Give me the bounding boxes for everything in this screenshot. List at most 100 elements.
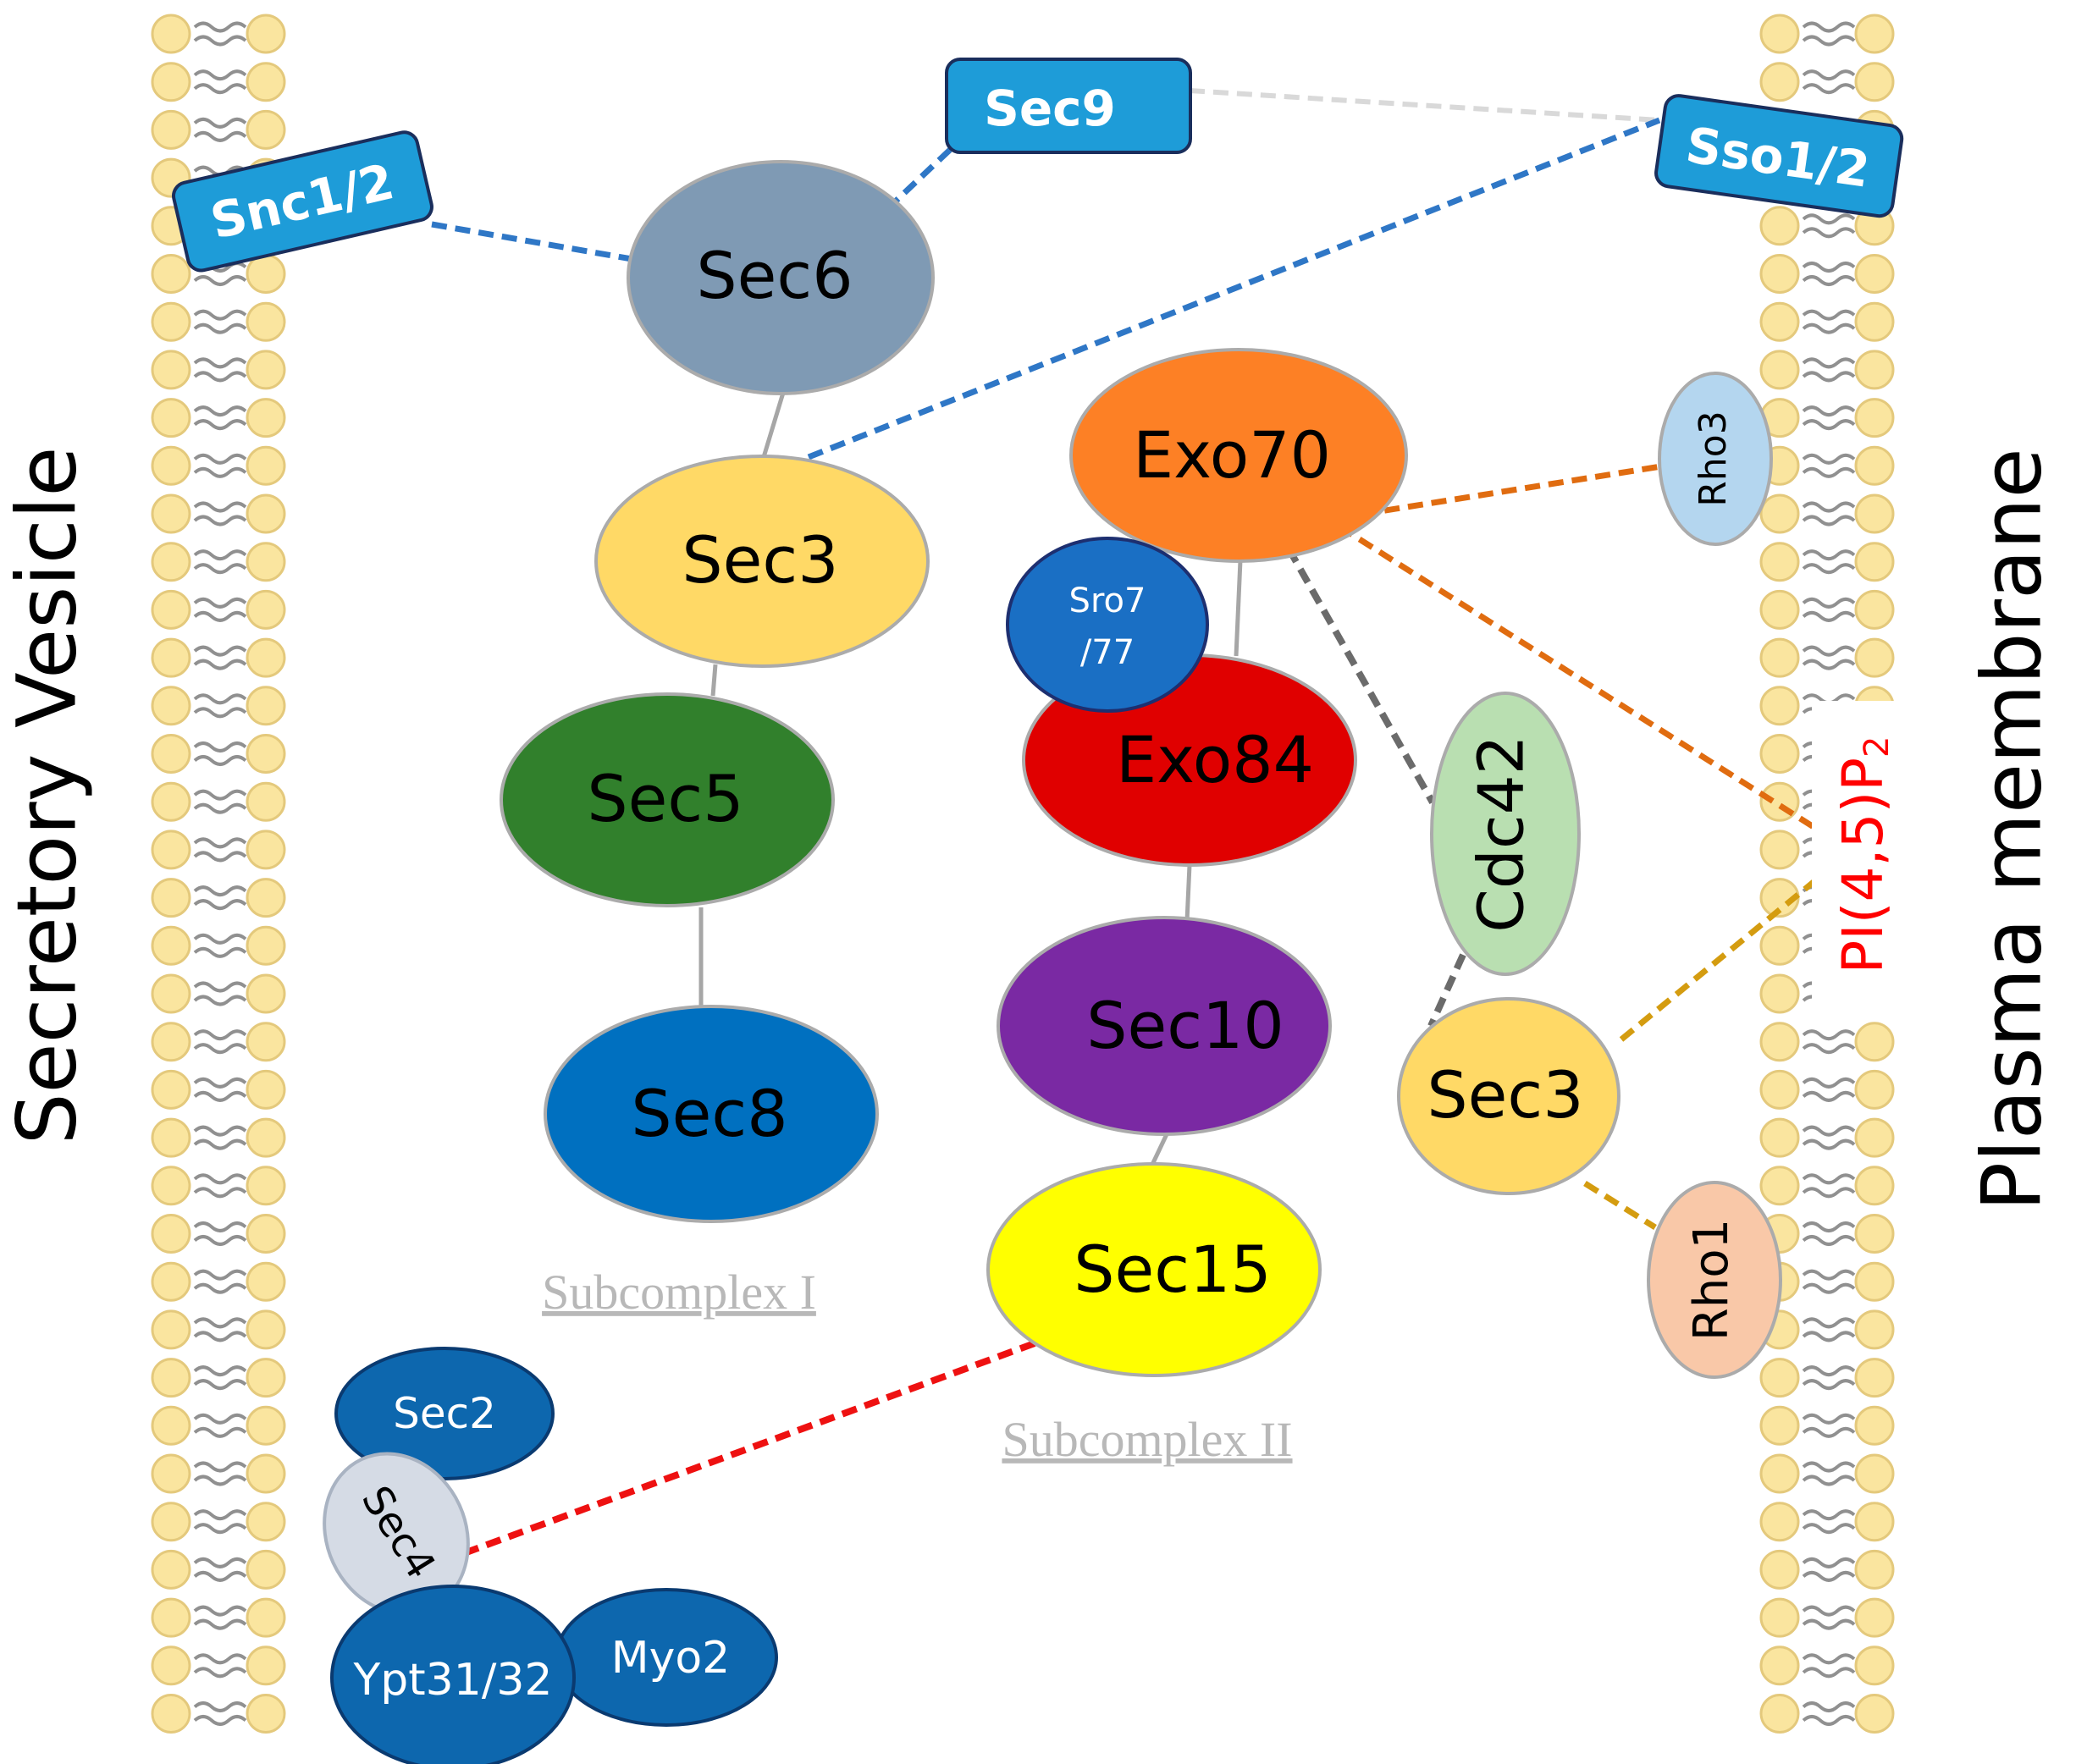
lipid-unit — [151, 1501, 286, 1542]
line-sec6-sec3 — [761, 392, 786, 458]
vesicle-membrane — [151, 14, 286, 1734]
line-sec15-sec4 — [462, 1340, 1036, 1557]
lipid-unit — [1759, 349, 1895, 390]
lipid-unit — [1759, 61, 1895, 102]
pip2-subscript: 2 — [1858, 736, 1897, 758]
myo2-label: Myo2 — [611, 1633, 731, 1684]
subcomplex-2-label: Subcomplex II — [1002, 1412, 1292, 1467]
lipid-unit — [151, 397, 286, 438]
lipid-unit — [1759, 14, 1895, 54]
lipid-unit — [151, 781, 286, 823]
sec15-label: Sec15 — [1074, 1232, 1272, 1307]
cdc42-label: Cdc42 — [1466, 735, 1538, 933]
lipid-unit — [151, 1117, 286, 1159]
sec3-right-node — [1397, 997, 1620, 1195]
sec5-node — [500, 692, 835, 907]
lipid-unit — [151, 1261, 286, 1303]
line-sec3-pip2 — [1619, 879, 1816, 1042]
lipid-unit — [151, 349, 286, 390]
line-sec3-sso — [807, 117, 1661, 460]
sec8-node — [544, 1005, 879, 1223]
sec2-node — [334, 1347, 555, 1480]
line-exo70-pip2 — [1338, 524, 1822, 834]
lipid-unit — [1759, 1309, 1895, 1350]
lipid-unit — [151, 61, 286, 102]
lipid-unit — [151, 1405, 286, 1447]
snc-box: Snc1/2 — [172, 130, 433, 273]
lipid-unit — [151, 1453, 286, 1494]
line-cdc42-sec3 — [1427, 953, 1466, 1028]
lipid-unit — [151, 877, 286, 918]
lipid-unit — [151, 1693, 286, 1734]
lipid-unit — [151, 733, 286, 775]
lipid-unit — [151, 1357, 286, 1398]
lipid-unit — [151, 1549, 286, 1590]
sec8-label: Sec8 — [631, 1076, 787, 1151]
line-exo84-sec10 — [1184, 864, 1192, 922]
lipid-unit — [151, 829, 286, 870]
lipid-unit — [1759, 1213, 1895, 1254]
interaction-lines — [431, 88, 1822, 1557]
lipid-unit — [1759, 1693, 1895, 1734]
lipid-unit — [151, 1213, 286, 1254]
lipid-unit — [1759, 397, 1895, 438]
sec10-node — [997, 916, 1332, 1136]
line-sec3-sec5 — [710, 664, 718, 697]
lipid-unit — [1759, 1165, 1895, 1206]
line-sec9-sec6 — [886, 147, 952, 210]
sec2-label: Sec2 — [393, 1389, 496, 1438]
lipid-unit — [1759, 1645, 1895, 1686]
rho1-label: Rho1 — [1684, 1219, 1739, 1341]
sro7-node — [1006, 537, 1209, 713]
rho1-node — [1647, 1181, 1782, 1379]
ypt-label: Ypt31/32 — [352, 1655, 552, 1706]
plasma-membrane-title: Plasma membrane — [1964, 448, 2059, 1211]
ypt-node — [330, 1585, 576, 1764]
lipid-unit — [1759, 1117, 1895, 1159]
lipid-unit — [1759, 1453, 1895, 1494]
sec6-label: Sec6 — [696, 238, 853, 313]
sro7-label-line1: Sro7 — [1069, 582, 1146, 620]
sec3-left-label: Sec3 — [682, 522, 838, 598]
lipid-unit — [151, 973, 286, 1014]
sec9-box — [945, 58, 1192, 154]
line-sec10-sec15 — [1149, 1133, 1169, 1168]
lipid-unit — [1759, 1405, 1895, 1447]
lipid-unit — [151, 493, 286, 534]
line-sec9-sso — [1189, 88, 1660, 123]
lipid-unit — [151, 541, 286, 582]
lipid-unit — [1759, 541, 1895, 582]
lipid-unit — [151, 589, 286, 631]
lipid-unit — [151, 109, 286, 151]
lipid-unit — [1759, 1549, 1895, 1590]
line-exo70-cdc42 — [1285, 547, 1436, 804]
lipid-unit — [151, 685, 286, 726]
lipid-unit — [151, 1069, 286, 1111]
lipid-unit — [1759, 1357, 1895, 1398]
rho3-label: Rho3 — [1692, 411, 1735, 506]
pip2-main: PI(4,5)P — [1830, 758, 1896, 974]
lipid-unit — [151, 637, 286, 679]
lipid-unit — [1759, 589, 1895, 631]
lipid-unit — [151, 925, 286, 967]
sro7-label-line2: /77 — [1080, 633, 1135, 672]
pip2-box — [1812, 701, 1922, 1014]
pip2-label: PI(4,5)P2 — [1830, 736, 1897, 974]
lipid-unit — [151, 14, 286, 54]
lipid-unit — [1759, 301, 1895, 343]
sec10-label: Sec10 — [1086, 988, 1284, 1063]
lipid-unit — [151, 1645, 286, 1686]
sec15-node — [986, 1162, 1322, 1377]
line-exo70-exo84 — [1234, 560, 1243, 657]
sec9-label: Sec9 — [984, 80, 1116, 137]
exo70-label: Exo70 — [1133, 417, 1331, 493]
sec6-node — [627, 160, 935, 395]
lipid-unit — [151, 1309, 286, 1350]
lipid-unit — [151, 1165, 286, 1206]
lipid-unit — [151, 1021, 286, 1062]
lipid-unit — [151, 301, 286, 343]
exo70-node — [1069, 348, 1408, 563]
line-exo70-rho3 — [1337, 463, 1662, 521]
sec3-right-label: Sec3 — [1427, 1057, 1583, 1133]
